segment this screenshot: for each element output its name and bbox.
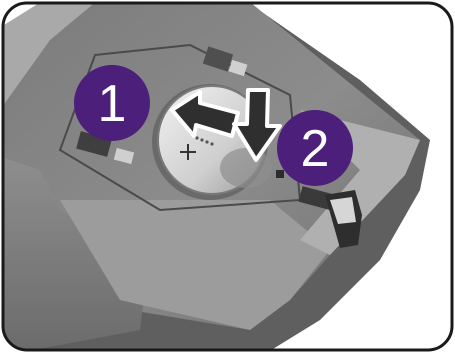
latch-tab (202, 46, 234, 72)
remote-bevel (3, 3, 110, 120)
battery-marking (195, 136, 214, 146)
remote-lower-panel (60, 200, 330, 330)
arrow-down-icon (232, 88, 282, 162)
step-2-number: 2 (301, 120, 330, 178)
remote-right-edge (300, 110, 420, 255)
latch-clip-highlight (330, 197, 356, 224)
latch-tab (113, 147, 135, 165)
step-1-badge: 1 (74, 65, 150, 141)
remote-left-side (3, 150, 150, 350)
step-2-badge: 2 (277, 110, 353, 186)
step-1-number: 1 (98, 75, 127, 133)
battery-shadow (220, 148, 272, 188)
plus-sign-icon (180, 144, 196, 160)
latch-tab (298, 186, 334, 210)
latch-tab (228, 59, 248, 77)
contact-hole (276, 170, 284, 178)
